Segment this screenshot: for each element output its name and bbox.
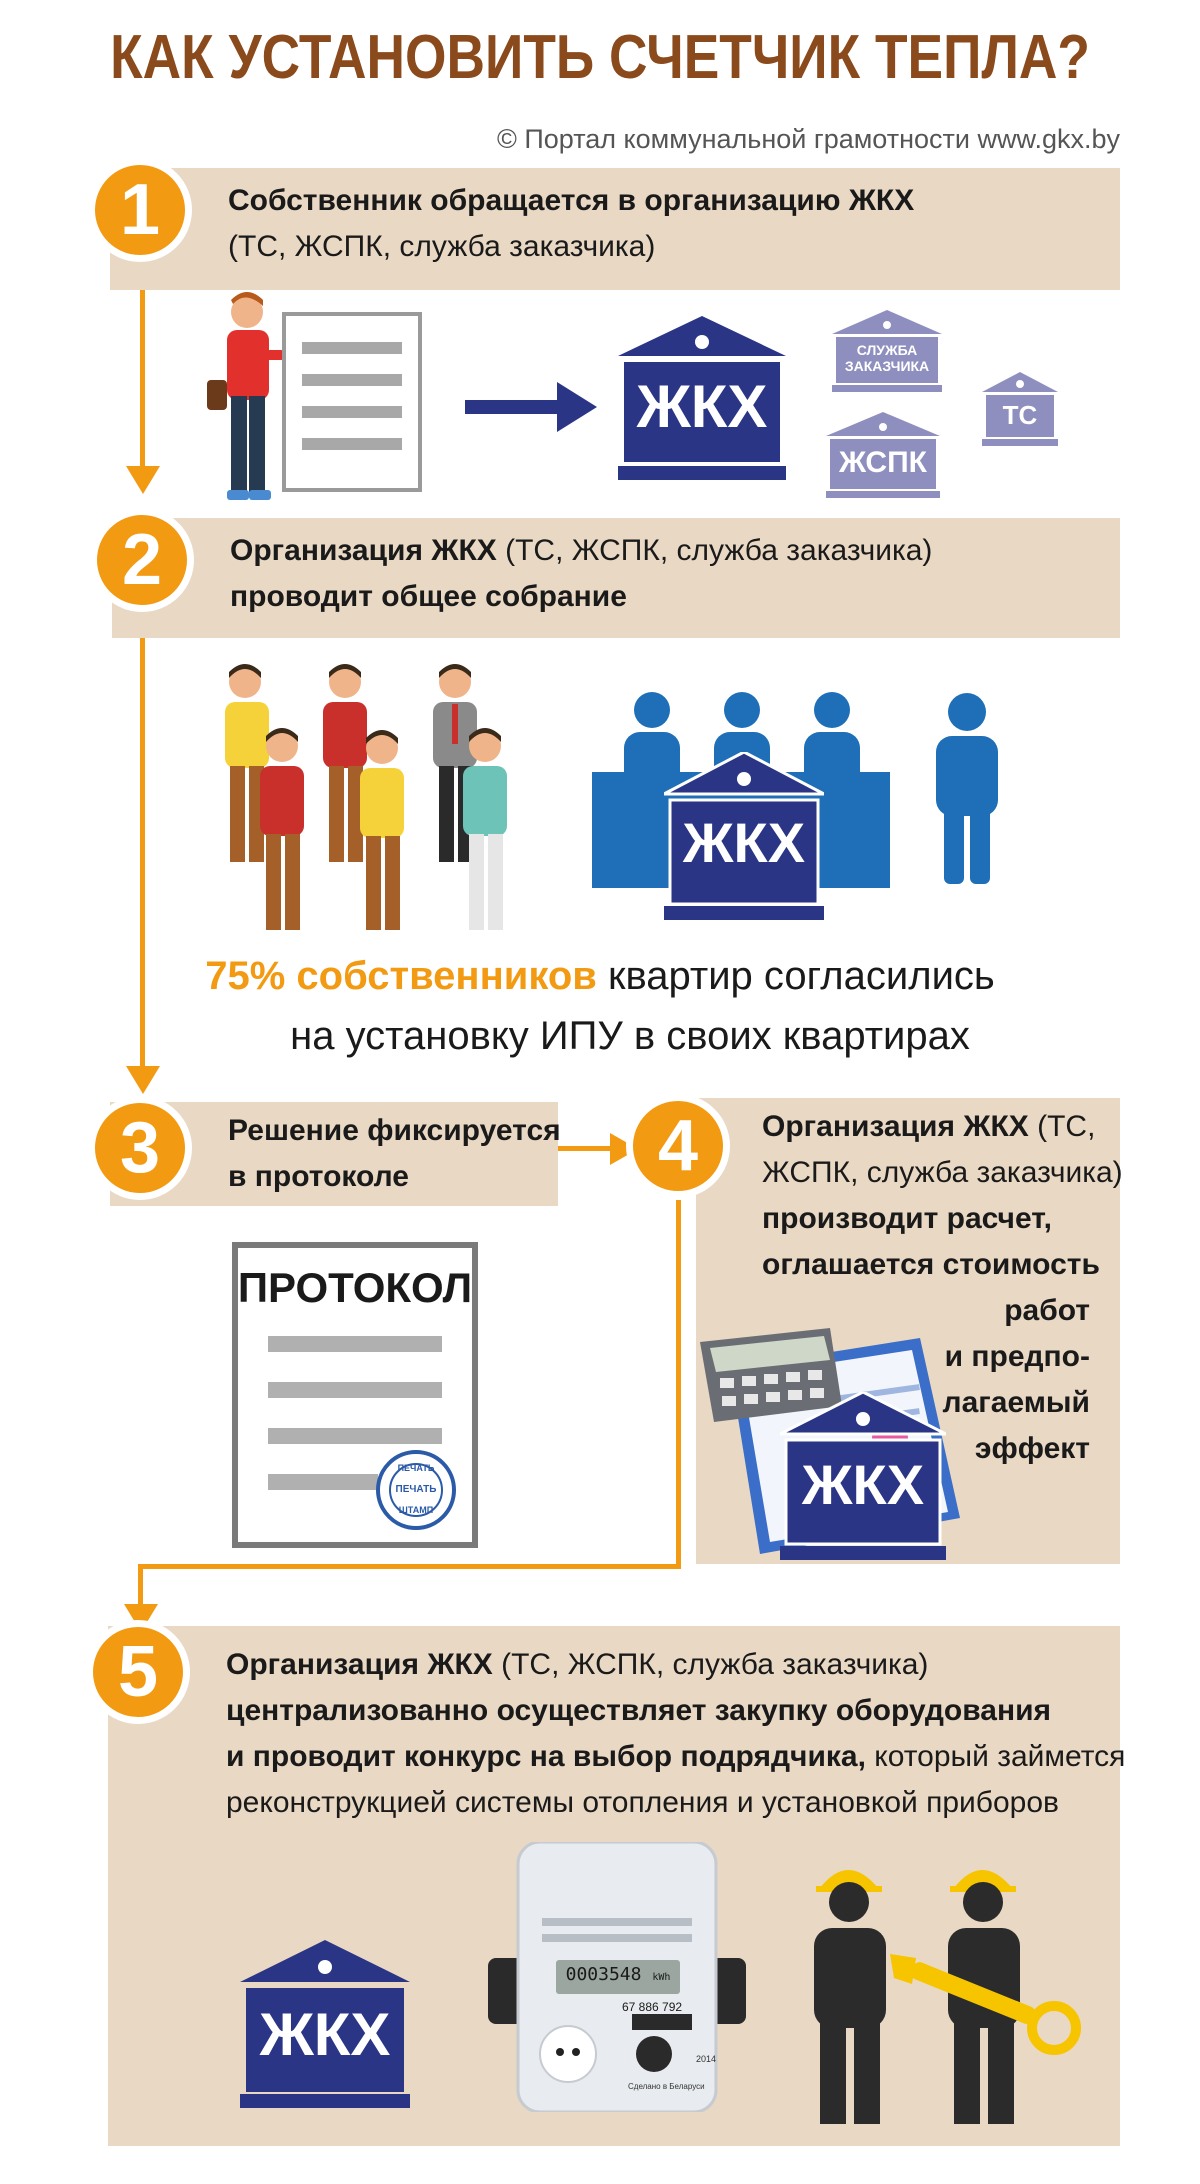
flow-line-1-2: [140, 230, 145, 470]
step-4-text-top: Организация ЖКХ (ТС, ЖСПК, служба заказч…: [762, 1110, 1123, 1281]
meter-made-in: Сделано в Беларуси: [628, 2082, 705, 2091]
standing-person-icon: [936, 693, 998, 884]
step-4-number: 4: [626, 1094, 730, 1198]
protocol-title: ПРОТОКОЛ: [237, 1264, 473, 1311]
stamp-top-text: ПЕЧАТЬ: [397, 1463, 435, 1473]
service-building-icon: [832, 310, 942, 392]
step-3-number: 3: [88, 1096, 192, 1200]
step-2-number: 2: [90, 508, 194, 612]
arrow-right-icon: [465, 382, 597, 432]
zhkh-building-step5-icon: [240, 1940, 410, 2108]
document-icon: [282, 312, 422, 492]
step-4-text-bottom: работ и предпо- лагаемый эффект: [942, 1294, 1090, 1465]
step-1-text: Собственник обращается в организацию ЖКХ…: [228, 178, 914, 270]
meter-display: 0003548 kWh: [565, 1964, 671, 1985]
step-1-line2: (ТС, ЖСПК, служба заказчика): [228, 230, 656, 263]
protocol-document-icon: [232, 1242, 478, 1548]
step-2-band: [112, 518, 1120, 638]
ts-building-icon: [982, 372, 1058, 446]
credit-text: © Портал коммунальной грамотности www.gk…: [496, 124, 1120, 154]
flow-arrow-2-icon: [126, 466, 160, 494]
flow-line-3-4: [555, 1146, 615, 1151]
workers-icon: [814, 1870, 1081, 2124]
meter-year: 2014: [696, 2054, 717, 2064]
flow-line-2-3: [140, 600, 145, 1070]
step-1-number: 1: [88, 158, 192, 262]
step-3-text: Решение фиксируется в протоколе: [228, 1114, 561, 1193]
person-front-1: [260, 728, 304, 930]
crowd-icon: [225, 664, 507, 930]
service-label: СЛУЖБА ЗАКАЗЧИКА: [844, 342, 930, 374]
zhkh-building-icon: [618, 316, 786, 480]
person-front-2: [360, 730, 404, 930]
step-5-text: Организация ЖКХ (ТС, ЖСПК, служба заказч…: [226, 1648, 1126, 1819]
stamp-mid-text: ПЕЧАТЬ: [395, 1484, 437, 1495]
agreement-highlight: 75% собственников: [205, 954, 597, 998]
flow-line-4-5c: [138, 1564, 143, 1608]
page-title: КАК УСТАНОВИТЬ СЧЕТЧИК ТЕПЛА?: [110, 23, 1090, 92]
zhspk-label: ЖСПК: [839, 446, 927, 479]
flow-arrow-5-icon: [124, 1604, 158, 1632]
person-icon: [207, 292, 285, 500]
step-2-text: Организация ЖКХ (ТС, ЖСПК, служба заказч…: [230, 534, 933, 613]
agreement-line2: на установку ИПУ в своих квартирах: [290, 1014, 970, 1058]
agreement-text: 75% собственников квартир согласились на…: [0, 946, 1200, 1066]
person-front-3: [463, 728, 507, 930]
person-back-1: [225, 664, 269, 862]
flow-arrow-4-icon: [610, 1133, 638, 1165]
heat-meter-icon: [488, 1842, 746, 2112]
flow-line-4-5b: [138, 1564, 681, 1569]
zhkh-building-meeting-icon: [664, 752, 824, 920]
zhkh-label: ЖКХ: [636, 373, 768, 440]
person-back-2: [323, 664, 367, 862]
zhkh-label-step4: ЖКХ: [801, 1453, 925, 1516]
worker-1: [814, 1870, 886, 2124]
step-1-bold: Собственник обращается в организацию ЖКХ: [228, 184, 915, 217]
zhspk-building-icon: [826, 412, 940, 498]
stamp-bottom-text: ШТАМП: [398, 1505, 434, 1515]
ts-label: ТС: [1002, 400, 1038, 430]
step-5-number: 5: [86, 1620, 190, 1724]
zhkh-label-meeting: ЖКХ: [682, 811, 806, 874]
zhkh-building-step4-icon: [780, 1392, 946, 1560]
flow-arrow-3-icon: [126, 1066, 160, 1094]
flow-line-4-5a: [676, 1200, 681, 1568]
wrench: [890, 1954, 1081, 2055]
meter-serial: 67 886 792: [622, 2000, 683, 2014]
zhkh-label-step5: ЖКХ: [259, 2001, 391, 2068]
step-1-band: [110, 168, 1120, 290]
